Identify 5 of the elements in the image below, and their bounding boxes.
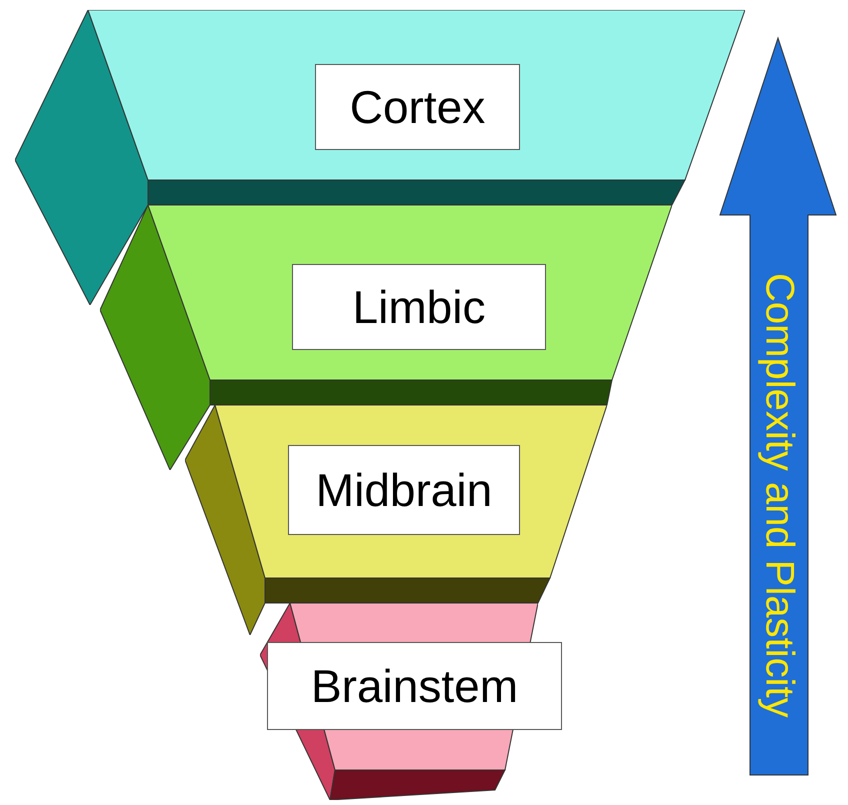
layer-label: Midbrain: [288, 445, 520, 535]
layer-label: Cortex: [315, 64, 520, 150]
arrow-label: Complexity and Plasticity: [756, 272, 802, 720]
layer-label: Limbic: [292, 264, 546, 350]
layer-label: Brainstem: [267, 642, 562, 730]
